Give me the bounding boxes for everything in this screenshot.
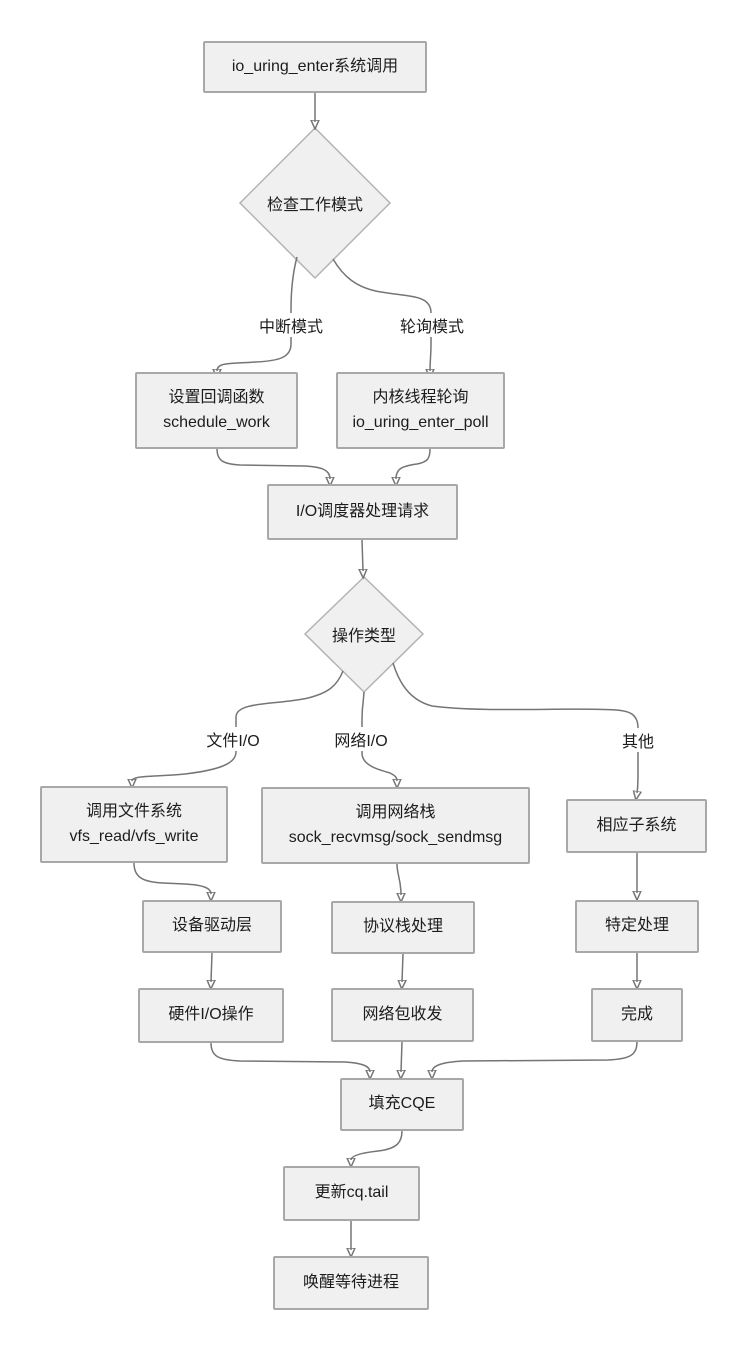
decision-check-mode-shape xyxy=(238,126,392,280)
edge-label-file-io: 文件I/O xyxy=(203,727,263,751)
node-done-label: 完成 xyxy=(620,1005,653,1023)
node-kernel-poll: 内核线程轮询 io_uring_enter_poll xyxy=(336,372,505,449)
edge-done-to-fill-cqe xyxy=(432,1041,638,1072)
edge-call-fs-to-driver xyxy=(133,862,211,894)
edge-io-scheduler-to-op-type xyxy=(362,539,363,571)
node-wake: 唤醒等待进程 xyxy=(273,1256,429,1310)
node-net-pkt-label: 网络包收发 xyxy=(362,1005,443,1023)
edge-set-callback-to-io-scheduler xyxy=(216,448,330,479)
edge-call-net-to-protocol xyxy=(397,863,401,895)
node-io-scheduler-label: I/O调度器处理请求 xyxy=(295,502,430,520)
edge-op-type-net-io-to-call-net xyxy=(361,691,397,781)
node-protocol-label: 协议栈处理 xyxy=(362,918,443,936)
edge-check-mode-poll-to-kernel-poll xyxy=(332,258,431,371)
edge-net-pkt-to-fill-cqe xyxy=(401,1041,402,1072)
node-start: io_uring_enter系统调用 xyxy=(203,41,427,93)
node-kernel-poll-label: 内核线程轮询 xyxy=(372,388,469,406)
node-specific-label: 特定处理 xyxy=(604,917,669,935)
edge-check-mode-interrupt-to-set-callback xyxy=(217,256,298,371)
node-driver-label: 设备驱动层 xyxy=(171,917,252,935)
node-done: 完成 xyxy=(591,988,683,1042)
node-fill-cqe-label: 填充CQE xyxy=(368,1095,436,1113)
node-start-label: io_uring_enter系统调用 xyxy=(231,57,399,75)
edge-label-interrupt-mode: 中断模式 xyxy=(255,313,327,337)
node-fill-cqe: 填充CQE xyxy=(340,1078,464,1131)
node-call-fs: 调用文件系统 vfs_read/vfs_write xyxy=(40,786,228,863)
node-subsystem-label: 相应子系统 xyxy=(596,816,677,834)
node-driver: 设备驱动层 xyxy=(142,900,282,953)
node-io-scheduler: I/O调度器处理请求 xyxy=(267,484,458,540)
edge-driver-to-hw-io xyxy=(211,952,212,982)
node-set-callback-label: 设置回调函数 xyxy=(168,388,265,406)
node-set-callback-sublabel: schedule_work xyxy=(163,413,270,431)
decision-op-type-label: 操作类型 xyxy=(331,628,397,645)
node-subsystem: 相应子系统 xyxy=(566,799,707,853)
node-hw-io: 硬件I/O操作 xyxy=(138,988,284,1043)
edge-hw-io-to-fill-cqe xyxy=(210,1042,370,1072)
edge-label-poll-mode: 轮询模式 xyxy=(396,313,468,337)
node-set-callback: 设置回调函数 schedule_work xyxy=(135,372,298,449)
node-wake-label: 唤醒等待进程 xyxy=(302,1273,399,1291)
node-update-tail: 更新cq.tail xyxy=(283,1166,420,1221)
node-hw-io-label: 硬件I/O操作 xyxy=(168,1006,254,1024)
node-protocol: 协议栈处理 xyxy=(331,901,475,954)
node-call-net-sublabel: sock_recvmsg/sock_sendmsg xyxy=(288,828,503,846)
node-call-fs-sublabel: vfs_read/vfs_write xyxy=(69,827,199,845)
edge-op-type-file-io-to-call-fs xyxy=(132,670,344,781)
edge-label-other: 其他 xyxy=(618,728,658,752)
decision-check-mode-label: 检查工作模式 xyxy=(266,197,364,214)
edge-label-net-io: 网络I/O xyxy=(331,727,391,751)
edge-op-type-other-to-subsystem xyxy=(392,662,638,793)
edge-kernel-poll-to-io-scheduler xyxy=(396,448,431,479)
edge-protocol-to-net-pkt xyxy=(402,953,403,982)
node-call-fs-label: 调用文件系统 xyxy=(85,802,182,820)
node-call-net: 调用网络栈 sock_recvmsg/sock_sendmsg xyxy=(261,787,530,864)
edge-fill-cqe-to-update-tail xyxy=(351,1130,403,1160)
node-net-pkt: 网络包收发 xyxy=(331,988,474,1042)
node-call-net-label: 调用网络栈 xyxy=(355,803,436,821)
node-specific: 特定处理 xyxy=(575,900,699,953)
node-kernel-poll-sublabel: io_uring_enter_poll xyxy=(352,413,489,431)
node-update-tail-label: 更新cq.tail xyxy=(314,1184,389,1202)
